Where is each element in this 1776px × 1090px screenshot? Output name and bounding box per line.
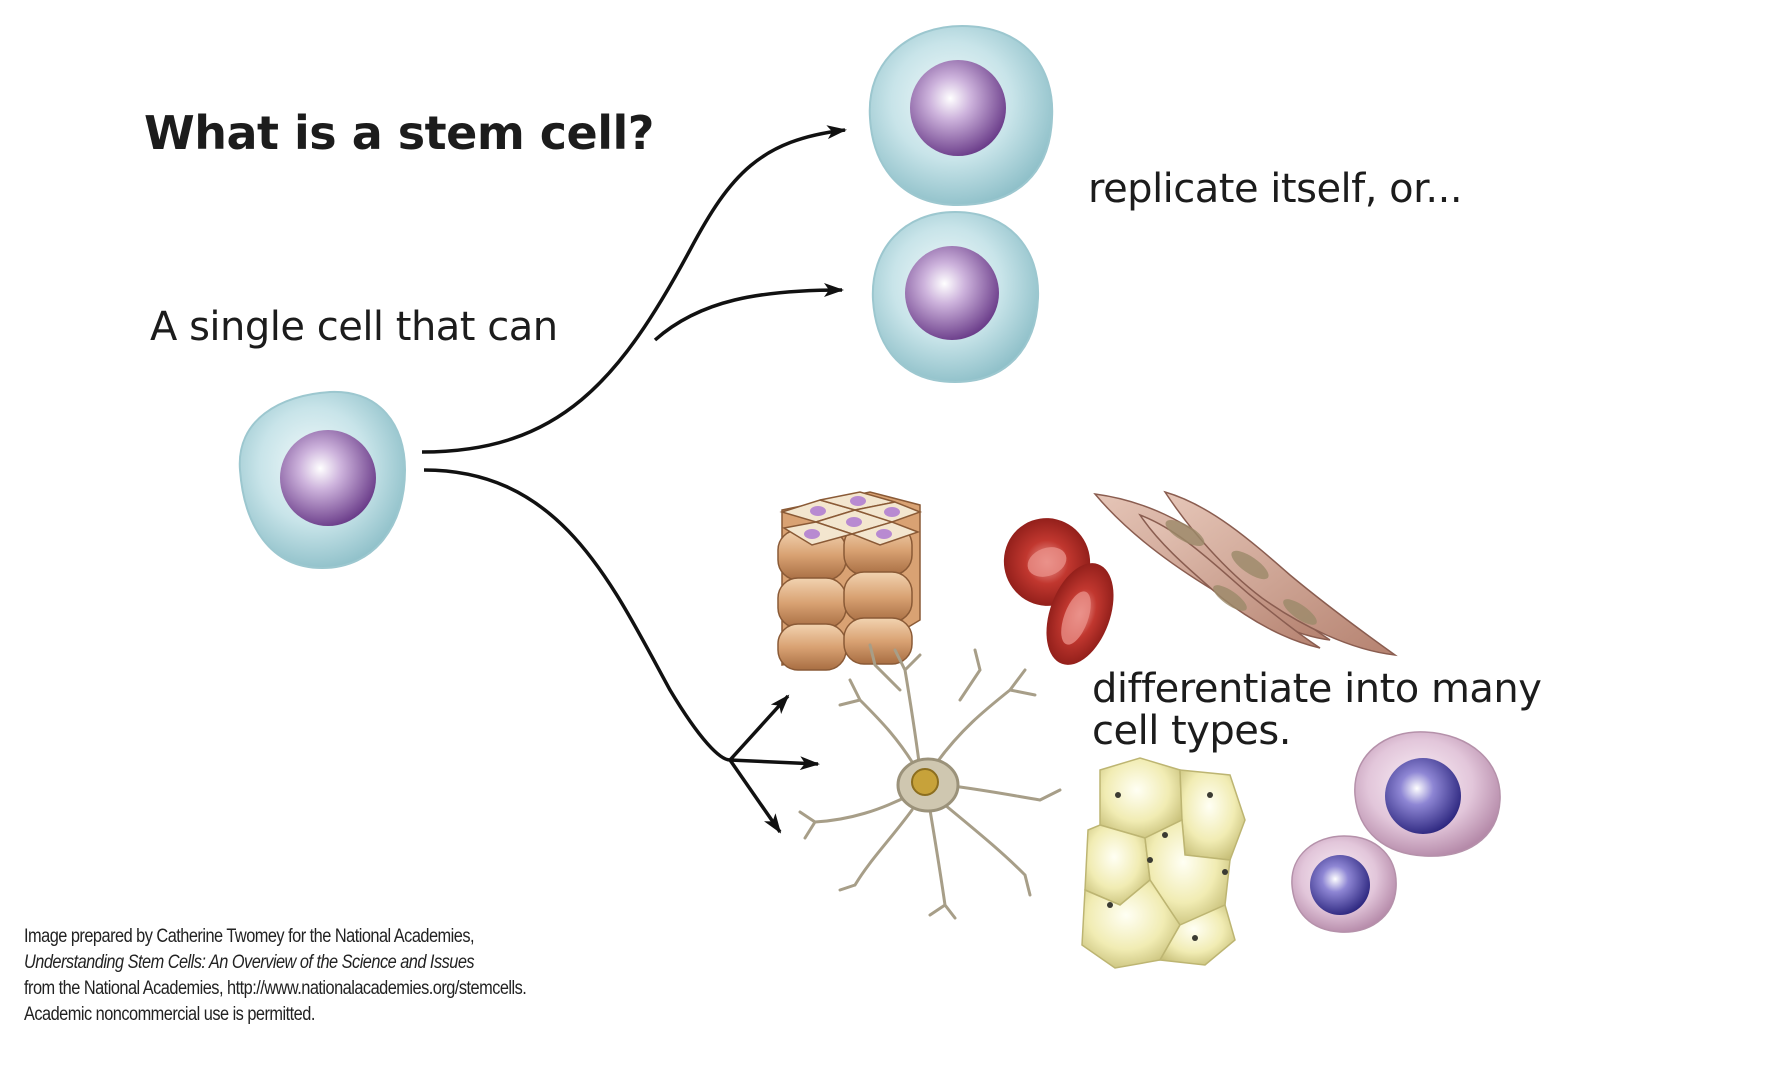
arrow-to-skin-cells — [728, 694, 790, 762]
credit-line-1: Image prepared by Catherine Twomey for t… — [24, 926, 475, 947]
arrow-to-replica-top — [421, 125, 847, 454]
neuron — [798, 643, 1062, 920]
stem-cell-nucleus — [280, 430, 376, 526]
replica-cell-top-nucleus — [910, 60, 1006, 156]
diagram-title: What is a stem cell? — [144, 106, 654, 160]
credit-line-4: Academic noncommercial use is permitted. — [24, 1004, 315, 1025]
arrow-to-neuron — [729, 756, 820, 771]
arrows — [421, 125, 847, 834]
credit-line-2: Understanding Stem Cells: An Overview of… — [24, 952, 475, 973]
differentiate-label-line1: differentiate into many — [1092, 666, 1542, 712]
image-credit: Image prepared by Catherine Twomey for t… — [24, 924, 527, 1028]
replicate-label: replicate itself, or... — [1088, 166, 1463, 212]
credit-line-3: from the National Academies, http://www.… — [24, 978, 527, 999]
epithelial-cells — [777, 491, 923, 671]
intro-label: A single cell that can — [150, 304, 558, 350]
arrow-to-fat-cells — [728, 759, 782, 834]
red-blood-cells — [1003, 518, 1114, 665]
fat-cells — [1081, 757, 1246, 969]
replica-cell-top — [868, 24, 1054, 207]
differentiate-label-line2: cell types. — [1092, 708, 1291, 754]
replica-cell-bottom — [871, 210, 1040, 384]
replica-cell-bottom-nucleus — [905, 246, 999, 340]
arrow-to-replica-bottom — [653, 283, 844, 342]
stem-cell — [238, 390, 407, 570]
arrow-to-differentiation — [423, 468, 731, 762]
muscle-cells — [1093, 490, 1398, 657]
immune-cells — [1291, 731, 1501, 933]
